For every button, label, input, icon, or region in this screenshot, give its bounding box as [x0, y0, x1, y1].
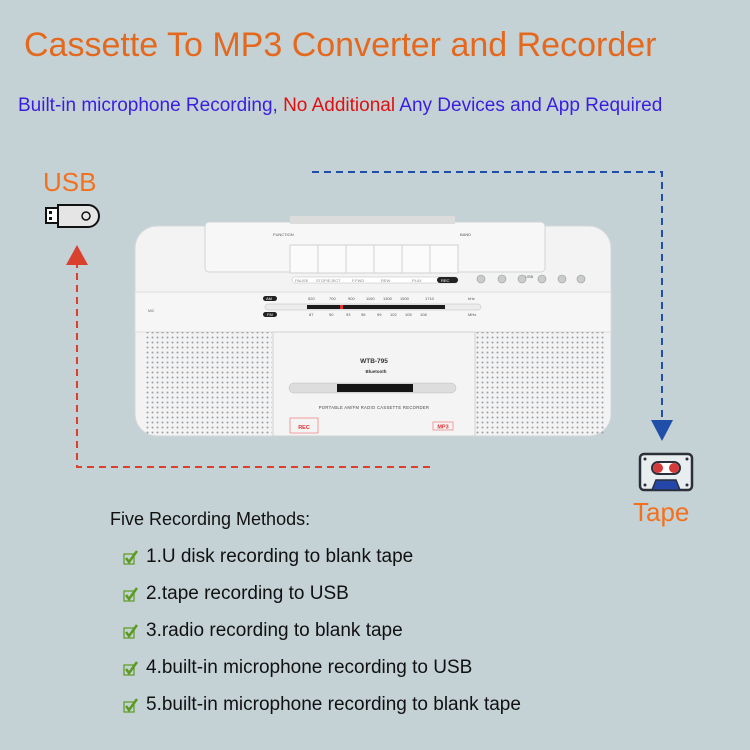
model-label: WTB-795 — [360, 358, 388, 365]
svg-text:93: 93 — [346, 312, 351, 317]
rec-badge: REC — [298, 425, 310, 431]
item-text: 3.radio recording to blank tape — [146, 620, 403, 641]
usb-arrow — [66, 245, 430, 468]
checkmark-icon — [123, 587, 139, 602]
am-label: AM — [266, 296, 272, 301]
methods-heading: Five Recording Methods: — [110, 509, 311, 529]
deck-label-rew: REW — [381, 278, 391, 283]
deck-buttons: PAUSE STOP/EJECT F.FWD REW PLAY REC — [289, 244, 459, 284]
svg-text:1710: 1710 — [425, 296, 435, 301]
svg-text:MHz: MHz — [468, 312, 476, 317]
fm-scale: 87 90 93 96 99 102 105 108 MHz — [309, 312, 476, 317]
function-label: FUNCTION — [273, 232, 294, 237]
svg-text:96: 96 — [361, 312, 366, 317]
item-text: 2.tape recording to USB — [146, 583, 349, 604]
item-text: 4.built-in microphone recording to USB — [146, 657, 473, 678]
mp3-badge: MP3 — [437, 425, 448, 431]
svg-text:99: 99 — [377, 312, 382, 317]
fm-label: FM — [267, 312, 273, 317]
mic-label: MIC — [148, 309, 155, 313]
deck-label-stop: STOP/EJECT — [316, 278, 341, 283]
svg-text:102: 102 — [390, 312, 397, 317]
deck-label-play: PLAY — [412, 278, 422, 283]
svg-text:520: 520 — [308, 296, 315, 301]
description-label: PORTABLE AM/FM RADIO CASSETTE RECORDER — [319, 405, 430, 410]
bluetooth-label: Bluetooth — [366, 369, 387, 374]
item-text: 1.U disk recording to blank tape — [146, 546, 414, 567]
checkmark-icon — [123, 698, 139, 713]
usb-flash-drive-icon — [45, 204, 100, 228]
list-item: 5.built-in microphone recording to blank… — [123, 694, 521, 716]
am-scale: 520 700 900 1100 1300 1500 1710 kHz — [308, 296, 475, 301]
tape-arrow — [312, 171, 673, 441]
svg-text:1100: 1100 — [366, 296, 375, 301]
right-speaker-grille — [476, 332, 606, 436]
list-item: 2.tape recording to USB — [123, 583, 349, 605]
subtitle-part-3: Any Devices and App Required — [395, 95, 663, 116]
svg-text:90: 90 — [329, 312, 334, 317]
subtitle: Built-in microphone Recording, No Additi… — [18, 95, 662, 117]
band-label: BAND — [460, 232, 471, 237]
subtitle-highlight: No Additional — [283, 95, 396, 116]
svg-text:108: 108 — [420, 312, 427, 317]
svg-text:900: 900 — [348, 296, 355, 301]
deck-label-pause: PAUSE — [295, 278, 309, 283]
subtitle-part-1: Built-in microphone Recording, — [18, 95, 284, 116]
list-item: 4.built-in microphone recording to USB — [123, 657, 472, 679]
svg-text:700: 700 — [329, 296, 336, 301]
checkmark-icon — [123, 661, 139, 676]
deck-label-rec: REC — [441, 278, 450, 283]
checkmark-icon — [123, 550, 139, 565]
cassette-tape-icon — [638, 452, 694, 492]
list-item: 1.U disk recording to blank tape — [123, 546, 413, 568]
left-speaker-grille — [145, 332, 272, 436]
usb-panel-label: USB — [525, 274, 534, 279]
tape-label: Tape — [633, 497, 690, 527]
svg-text:105: 105 — [405, 312, 412, 317]
usb-buttons — [476, 274, 586, 284]
list-item: 3.radio recording to blank tape — [123, 620, 403, 642]
svg-text:kHz: kHz — [468, 296, 475, 301]
usb-label: USB — [43, 167, 97, 197]
deck-label-ffwd: F.FWD — [352, 278, 364, 283]
page-title: Cassette To MP3 Converter and Recorder — [24, 26, 657, 64]
svg-text:87: 87 — [309, 312, 314, 317]
svg-text:1300: 1300 — [383, 296, 393, 301]
svg-text:1500: 1500 — [400, 296, 410, 301]
checkmark-icon — [123, 624, 139, 639]
item-text: 5.built-in microphone recording to blank… — [146, 694, 521, 715]
cassette-recorder-product-image: FUNCTION BAND PAUSE STOP/EJECT F.FWD REW… — [134, 216, 612, 437]
